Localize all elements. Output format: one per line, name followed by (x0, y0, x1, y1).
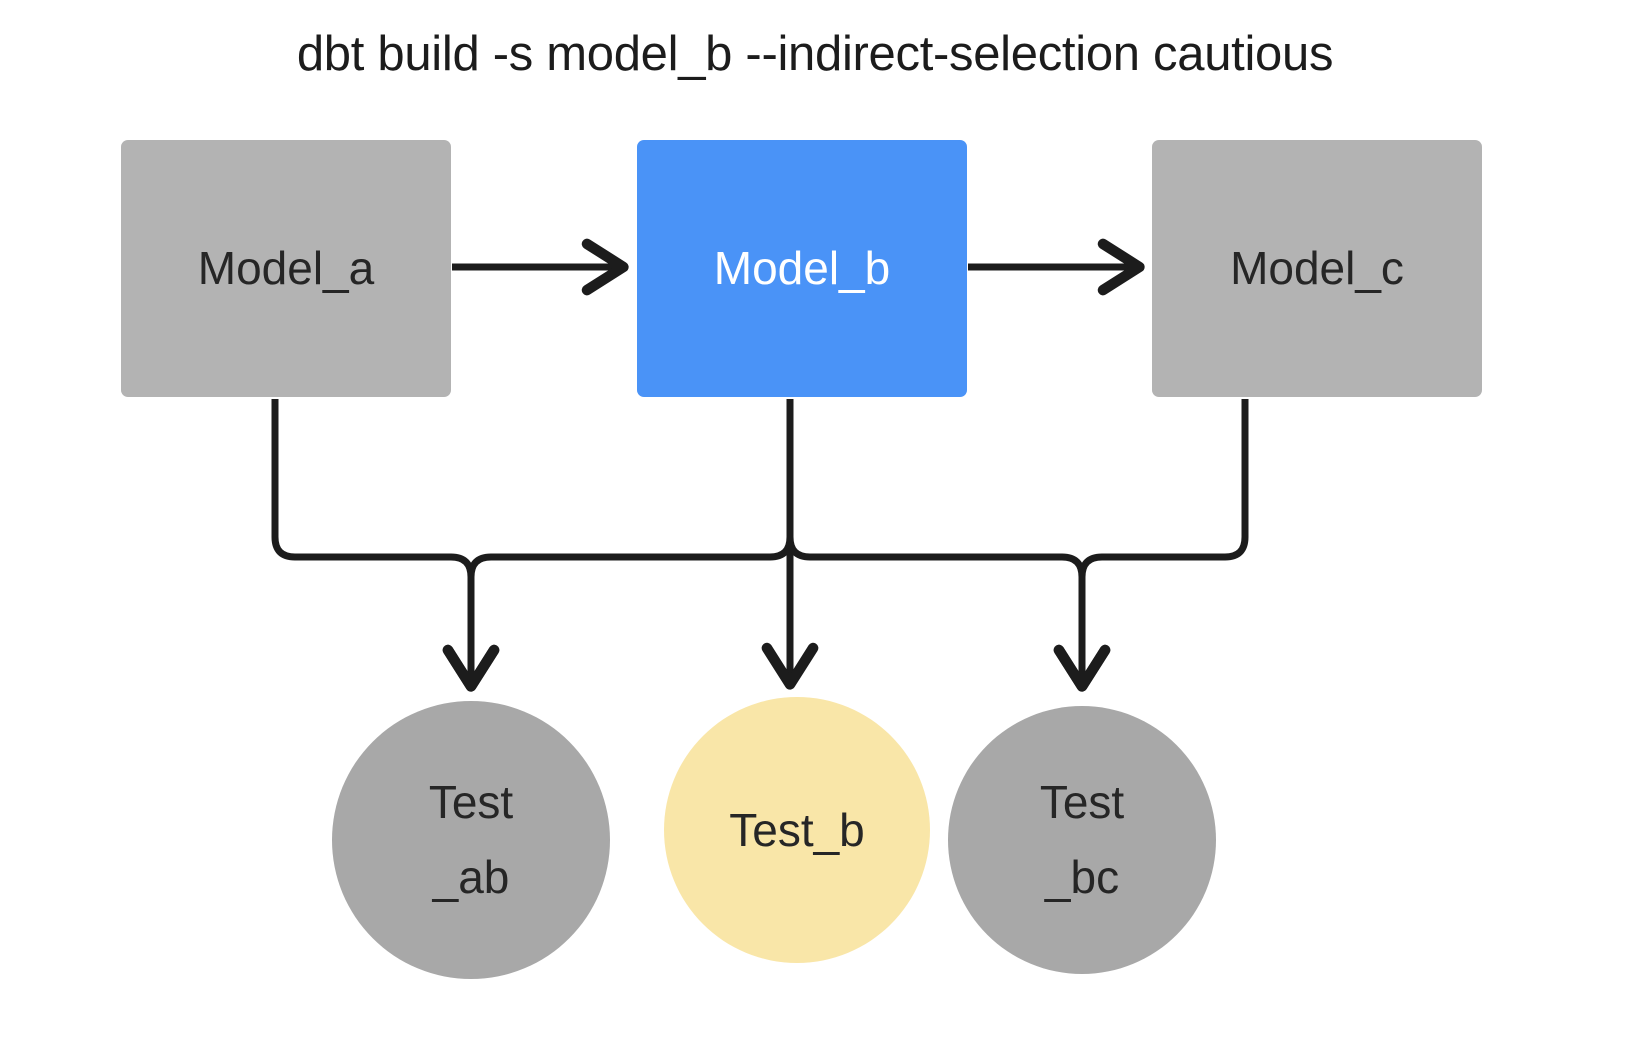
node-model-c-label: Model_c (1230, 242, 1404, 295)
node-model-a[interactable]: Model_a (121, 140, 451, 397)
node-test-ab[interactable]: Test _ab (332, 701, 610, 979)
node-test-b-label-line1: Test_b (729, 803, 865, 856)
node-model-a-label: Model_a (197, 242, 375, 295)
edge-model-b-to-test-bc (786, 399, 1111, 692)
node-model-b-label: Model_b (713, 242, 891, 295)
node-test-ab-label-line1: Test (428, 776, 514, 829)
node-test-bc-label-line1: Test (1039, 776, 1125, 829)
node-test-bc[interactable]: Test _bc (948, 706, 1216, 974)
node-model-b[interactable]: Model_b (637, 140, 967, 397)
edge-model-c-to-test-bc (1053, 399, 1249, 692)
node-test-bc-label-line2: _bc (1044, 851, 1120, 903)
node-model-c[interactable]: Model_c (1152, 140, 1482, 397)
edge-model-b-to-test-ab (442, 399, 794, 692)
node-test-b[interactable]: Test_b (664, 697, 930, 963)
node-test-ab-label-line2: _ab (432, 851, 510, 903)
edge-model-a-to-test-ab (271, 399, 500, 692)
diagram-title: dbt build -s model_b --indirect-selectio… (296, 27, 1334, 81)
